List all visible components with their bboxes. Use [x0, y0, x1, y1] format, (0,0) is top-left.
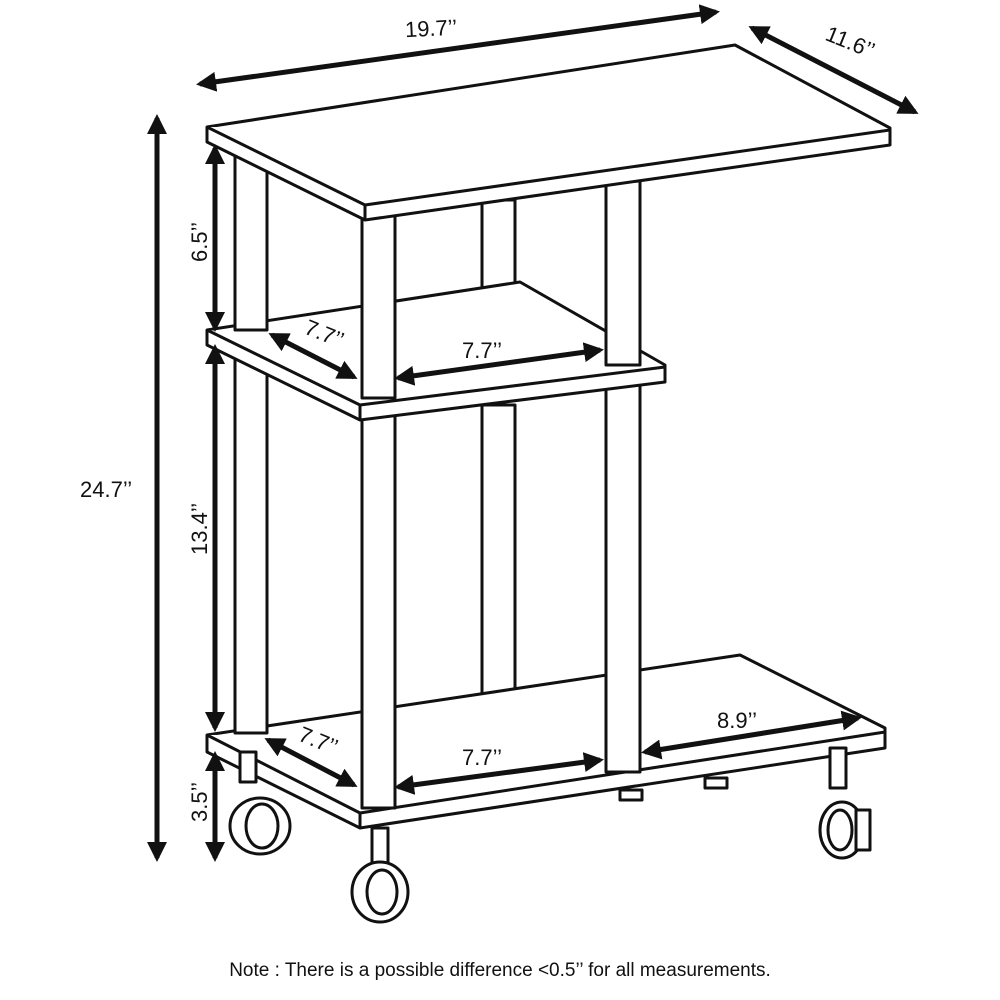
bottom-shelf-right-width-label: 8.9’’: [717, 708, 757, 733]
bottom-clearance-label: 3.5’’: [187, 782, 212, 822]
top-gap-label: 6.5’’: [187, 222, 212, 262]
dimension-arrows: [147, 4, 919, 862]
width-label: 19.7’’: [404, 15, 457, 43]
bottom-shelf-width-label: 7.7’’: [462, 745, 502, 770]
measurement-note: Note : There is a possible difference <0…: [229, 960, 771, 981]
middle-shelf-width-label: 7.7’’: [462, 338, 502, 363]
middle-gap-label: 13.4’’: [187, 503, 212, 555]
caster-wheels: [228, 746, 872, 924]
total-height-label: 24.7’’: [80, 477, 132, 502]
upper-posts: [233, 148, 642, 400]
depth-label: 11.6’’: [822, 21, 878, 63]
back-post: [480, 198, 517, 704]
